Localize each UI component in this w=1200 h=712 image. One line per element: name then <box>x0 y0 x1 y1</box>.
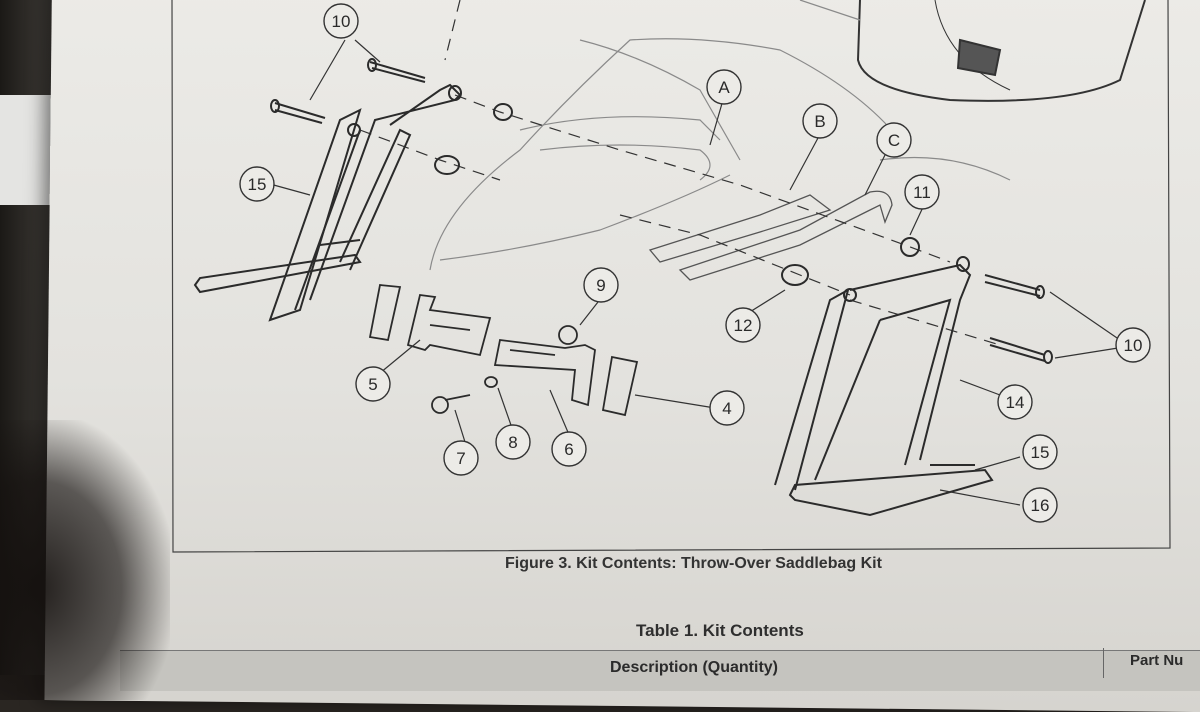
callout-label: B <box>814 112 825 131</box>
left-bolts <box>270 58 513 175</box>
callout-label: 15 <box>248 175 267 194</box>
callout-label: 15 <box>1031 443 1050 462</box>
right-support-rack <box>774 263 994 517</box>
figure-caption: Figure 3. Kit Contents: Throw-Over Saddl… <box>505 555 882 572</box>
table-header-part-number: Part Nu <box>1130 652 1184 669</box>
callout-label: 10 <box>1124 336 1143 355</box>
right-bolts <box>781 237 1053 364</box>
leader-lines <box>269 39 1121 506</box>
callout-label: 10 <box>332 12 351 31</box>
table-header-description: Description (Quantity) <box>610 659 779 676</box>
table-title: Table 1. Kit Contents <box>636 621 804 640</box>
callout-label: 4 <box>722 399 731 418</box>
saddlebag-illustration <box>856 0 1146 102</box>
fender-illustration <box>429 0 1011 271</box>
callout-label: 6 <box>564 440 573 459</box>
callout-label: C <box>888 131 900 150</box>
small-parts <box>368 284 639 417</box>
callout-label: 12 <box>734 316 753 335</box>
callout-label: 8 <box>508 433 517 452</box>
callout-circles <box>239 3 1151 523</box>
left-support-rack <box>193 83 462 322</box>
table-column-divider <box>1103 648 1104 678</box>
callout-label: 11 <box>913 183 931 202</box>
callout-label: 16 <box>1031 496 1050 515</box>
figure-frame <box>171 0 1171 553</box>
alignment-lines <box>359 0 1001 346</box>
callout-label: A <box>718 78 730 97</box>
kit-diagram: 10 15 A B C 9 5 6 4 7 8 12 11 10 14 15 1… <box>171 0 1171 553</box>
callout-label: 14 <box>1006 393 1025 412</box>
callout-label: 7 <box>456 449 465 468</box>
callout-label: 9 <box>596 276 605 295</box>
callout-label: 5 <box>368 375 377 394</box>
mount-brackets <box>648 190 893 281</box>
